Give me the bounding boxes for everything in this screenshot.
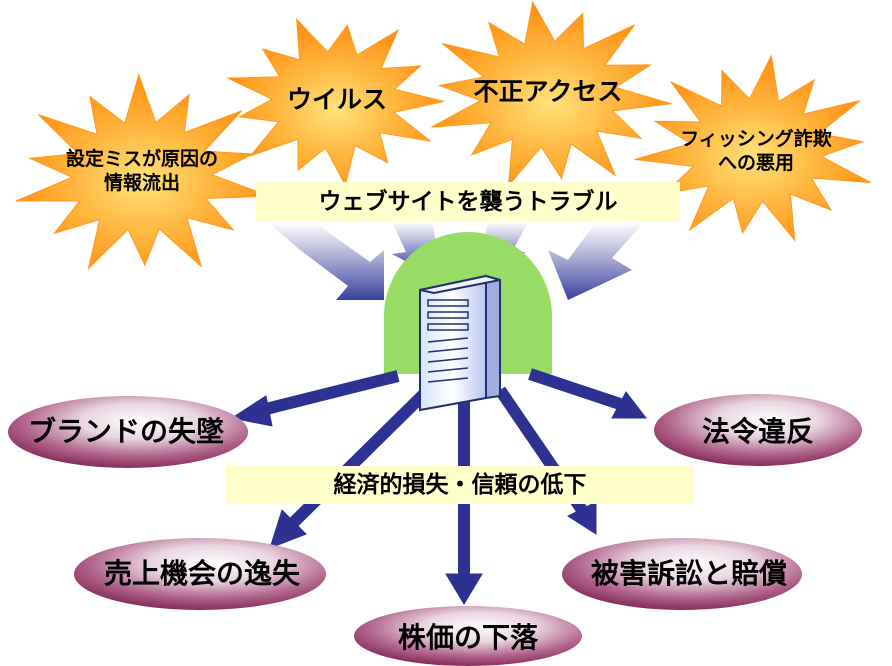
arrow-to-lawsuit-head	[566, 501, 597, 535]
incoming-arrow-4	[548, 222, 644, 300]
impact-label-law: 法令違反	[701, 415, 814, 448]
loss-band-label: 経済的損失・信頼の低下	[333, 472, 587, 498]
threat-label-phishing: フィッシング詐欺 への悪用	[680, 128, 832, 174]
ellipse-brand	[8, 396, 248, 468]
impact-label-lawsuit: 被害訴訟と賠償	[590, 557, 787, 590]
ellipse-law	[654, 394, 862, 466]
trouble-band-label: ウェブサイトを襲うトラブル	[318, 189, 618, 215]
arrow-to-sales-head	[269, 509, 307, 549]
impact-label-brand: ブランドの失墜	[27, 415, 224, 448]
arrow-to-law	[528, 368, 622, 410]
loss-band	[226, 466, 694, 504]
trouble-band	[256, 182, 680, 222]
threat-label-virus: ウイルス	[286, 85, 387, 114]
ellipse-lawsuit	[562, 538, 802, 610]
arrow-to-law-head	[611, 391, 648, 419]
ellipse-sales	[74, 538, 326, 610]
arrow-to-brand-head	[230, 395, 273, 427]
impact-label-sales: 売上機会の逸失	[103, 557, 300, 590]
burst-unauth	[431, 0, 672, 188]
threat-label-config: 設定ミスが原因の 情報流出	[65, 148, 218, 194]
arrow-to-stock-head	[445, 573, 483, 605]
burst-phishing	[634, 53, 871, 242]
server-tower-icon	[419, 274, 501, 412]
arrow-to-sales	[285, 387, 431, 531]
threat-label-unauth: 不正アクセス	[473, 77, 623, 106]
burst-virus	[227, 17, 445, 187]
ellipse-stock	[354, 606, 582, 666]
burst-config	[15, 72, 270, 270]
incoming-arrow-1	[268, 222, 384, 300]
arrow-to-brand	[260, 370, 400, 416]
impact-label-stock: 株価の下落	[397, 621, 538, 654]
